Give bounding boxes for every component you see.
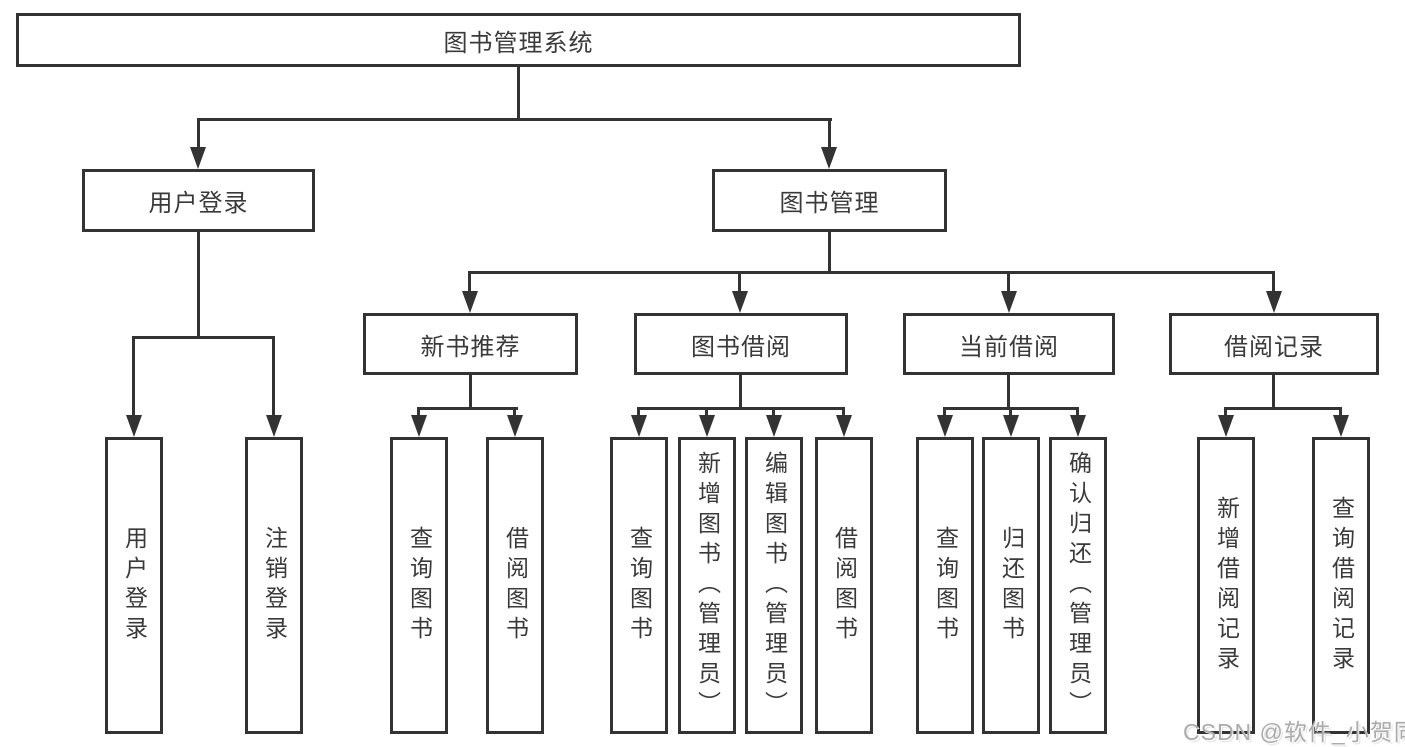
connector-line <box>468 271 1275 274</box>
arrowhead-icon <box>462 291 478 313</box>
connector-line <box>738 271 741 293</box>
arrowhead-icon <box>1003 415 1019 437</box>
connector-line <box>1009 407 1012 417</box>
connector-line <box>1272 271 1275 293</box>
leaf-query-books-current: 查询图书 <box>916 437 974 734</box>
leaf-borrow-books-borrowing: 借阅图书 <box>815 437 873 734</box>
leaf-confirm-return-admin: 确认归还（管理员） <box>1049 437 1107 734</box>
connector-line <box>468 271 471 293</box>
connector-line <box>197 232 200 336</box>
connector-line <box>417 407 420 417</box>
arrowhead-icon <box>1001 291 1017 313</box>
arrowhead-icon <box>836 415 852 437</box>
connector-line <box>197 118 200 148</box>
csdn-watermark: CSDN @软件_小贺同学 <box>1183 719 1405 745</box>
connector-line <box>1007 271 1010 293</box>
arrowhead-icon <box>937 415 953 437</box>
arrowhead-icon <box>507 415 523 437</box>
arrowhead-icon <box>699 415 715 437</box>
node-user-login: 用户登录 <box>82 169 315 232</box>
connector-line <box>417 407 518 410</box>
arrowhead-icon <box>411 415 427 437</box>
connector-line <box>132 336 135 416</box>
connector-line <box>1339 407 1342 417</box>
connector-line <box>513 407 516 417</box>
node-book-borrowing: 图书借阅 <box>634 313 848 375</box>
leaf-query-books-recommend: 查询图书 <box>390 437 448 734</box>
node-current-borrowing: 当前借阅 <box>903 313 1115 375</box>
connector-line <box>1007 375 1010 407</box>
arrowhead-icon <box>732 291 748 313</box>
leaf-user-login: 用户登录 <box>105 437 163 734</box>
connector-line <box>1272 375 1275 407</box>
connector-line <box>842 407 845 417</box>
connector-line <box>772 407 775 417</box>
arrowhead-icon <box>1333 415 1349 437</box>
leaf-logout: 注销登录 <box>245 437 303 734</box>
connector-line <box>637 407 845 410</box>
arrowhead-icon <box>266 415 282 437</box>
connector-line <box>1224 407 1341 410</box>
leaf-borrow-books-recommend: 借阅图书 <box>486 437 544 734</box>
arrowhead-icon <box>821 147 837 169</box>
leaf-query-books-borrowing: 查询图书 <box>610 437 668 734</box>
connector-line <box>517 67 520 118</box>
leaf-add-borrow-record: 新增借阅记录 <box>1197 437 1255 734</box>
node-book-management: 图书管理 <box>712 169 947 232</box>
node-new-book-recommend: 新书推荐 <box>363 313 578 375</box>
node-library-system: 图书管理系统 <box>16 13 1021 67</box>
leaf-return-books: 归还图书 <box>982 437 1040 734</box>
connector-line <box>132 336 275 339</box>
arrowhead-icon <box>766 415 782 437</box>
connector-line <box>828 118 831 148</box>
connector-line <box>705 407 708 417</box>
arrowhead-icon <box>631 415 647 437</box>
connector-line <box>197 118 832 121</box>
connector-line <box>828 232 831 271</box>
node-borrowing-records: 借阅记录 <box>1169 313 1379 375</box>
arrowhead-icon <box>126 415 142 437</box>
connector-line <box>943 407 946 417</box>
connector-line <box>469 375 472 407</box>
arrowhead-icon <box>190 147 206 169</box>
connector-line <box>272 336 275 416</box>
connector-line <box>637 407 640 417</box>
connector-line <box>1076 407 1079 417</box>
leaf-query-borrow-record: 查询借阅记录 <box>1312 437 1370 734</box>
connector-line <box>739 375 742 407</box>
leaf-add-book-admin: 新增图书（管理员） <box>678 437 736 734</box>
arrowhead-icon <box>1218 415 1234 437</box>
connector-line <box>1224 407 1227 417</box>
arrowhead-icon <box>1266 291 1282 313</box>
arrowhead-icon <box>1070 415 1086 437</box>
leaf-edit-book-admin: 编辑图书（管理员） <box>745 437 803 734</box>
